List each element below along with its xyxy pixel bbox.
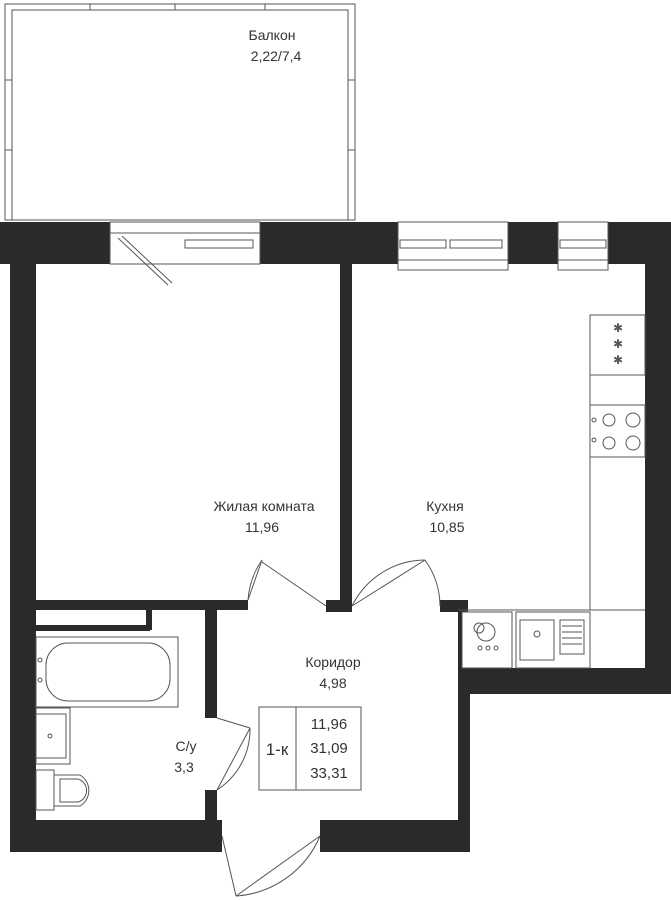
svg-text:✱: ✱ [613, 337, 623, 351]
svg-text:11,96: 11,96 [245, 519, 279, 535]
area-without-balcony-value: 31,09 [310, 740, 348, 757]
bathroom-fixtures [35, 636, 179, 811]
svg-text:10,85: 10,85 [429, 519, 464, 535]
living-area-value: 11,96 [311, 716, 347, 733]
svg-text:✱: ✱ [613, 321, 623, 335]
room-living-label: Жилая комната 11,96 [213, 498, 314, 535]
svg-text:Балкон: Балкон [249, 27, 296, 43]
doors [117, 235, 441, 897]
kitchen-fixtures: ✱ ✱ ✱ [458, 314, 646, 669]
svg-text:Жилая комната: Жилая комната [213, 498, 314, 514]
room-bathroom-label: С/у 3,3 [174, 738, 196, 775]
balcony [4, 3, 356, 221]
area-summary: 1-к 11,96 31,09 33,31 [258, 706, 362, 791]
svg-text:2,22/7,4: 2,22/7,4 [251, 48, 302, 64]
room-kitchen-label: Кухня 10,85 [426, 498, 464, 535]
svg-text:С/у: С/у [176, 738, 197, 754]
svg-text:Кухня: Кухня [426, 498, 463, 514]
room-balcony-label: Балкон 2,22/7,4 [249, 27, 302, 64]
total-area-value: 33,31 [310, 765, 348, 782]
svg-text:3,3: 3,3 [174, 759, 194, 775]
svg-text:4,98: 4,98 [319, 675, 346, 691]
svg-text:✱: ✱ [613, 353, 623, 367]
room-corridor-label: Коридор 4,98 [305, 654, 361, 691]
walls [0, 222, 671, 852]
apartment-type: 1-к [266, 740, 289, 759]
svg-text:Коридор: Коридор [305, 654, 361, 670]
windows [109, 221, 609, 271]
